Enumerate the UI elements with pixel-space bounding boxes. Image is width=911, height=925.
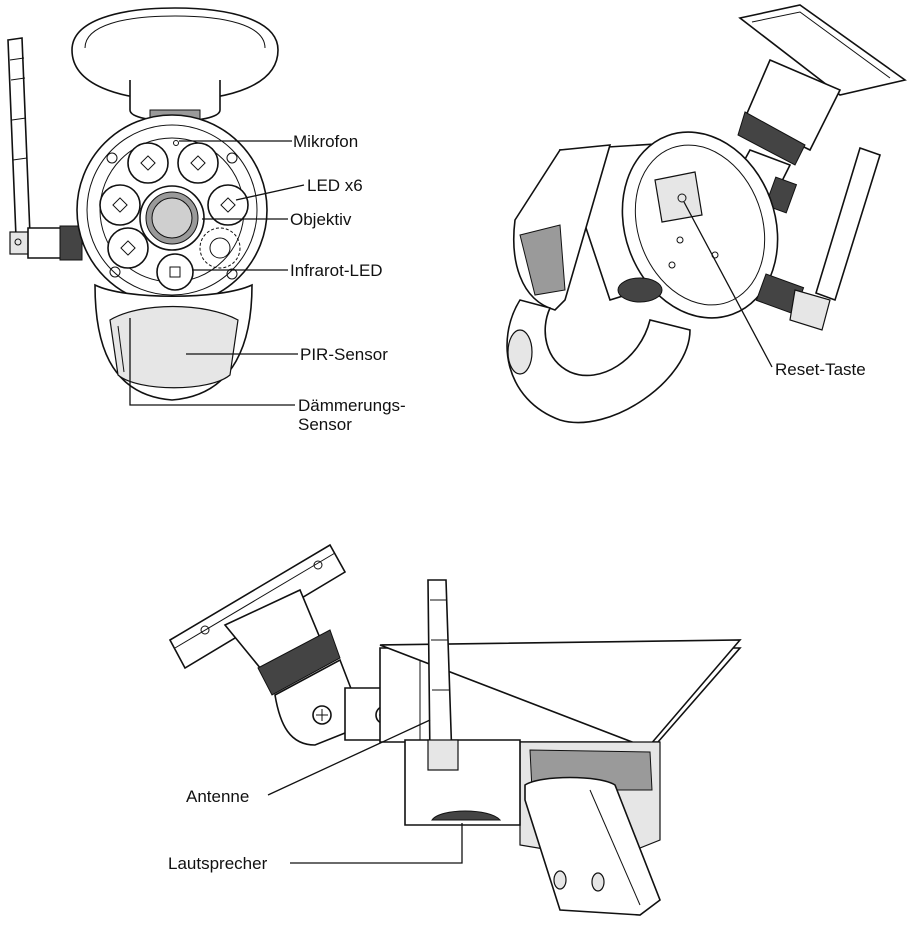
label-objektiv: Objektiv bbox=[290, 210, 352, 229]
reset-callout-line bbox=[683, 201, 773, 368]
infrared-led-icon bbox=[169, 266, 181, 278]
rear-antenna-icon bbox=[755, 146, 881, 331]
label-antenne: Antenne bbox=[186, 787, 249, 806]
label-led-x6: LED x6 bbox=[307, 176, 363, 195]
microphone-hole-icon bbox=[173, 140, 179, 146]
label-daemmerungs-sensor-line2: Sensor bbox=[298, 415, 352, 434]
label-lautsprecher: Lautsprecher bbox=[168, 854, 268, 873]
speaker-grille-icon bbox=[431, 810, 502, 821]
lautsprecher-callout-line bbox=[290, 823, 463, 864]
front-antenna-icon bbox=[7, 37, 83, 261]
antenne-callout-line bbox=[267, 719, 431, 796]
label-pir-sensor: PIR-Sensor bbox=[300, 345, 388, 364]
label-daemmerungs-sensor-line1: Dämmerungs- bbox=[298, 396, 406, 415]
reset-button-icon bbox=[677, 193, 687, 203]
side-antenna-icon bbox=[427, 579, 459, 771]
led-array bbox=[99, 142, 249, 269]
label-reset-taste: Reset-Taste bbox=[775, 360, 866, 379]
front-view-callouts bbox=[129, 140, 305, 406]
pir-sensor-window bbox=[109, 305, 239, 389]
front-view-camera bbox=[7, 7, 279, 401]
side-view-camera bbox=[168, 543, 742, 916]
label-mikrofon: Mikrofon bbox=[293, 132, 358, 151]
label-infrarot-led: Infrarot-LED bbox=[290, 261, 383, 280]
lens-icon bbox=[139, 185, 205, 251]
rear-view-camera bbox=[506, 4, 907, 424]
